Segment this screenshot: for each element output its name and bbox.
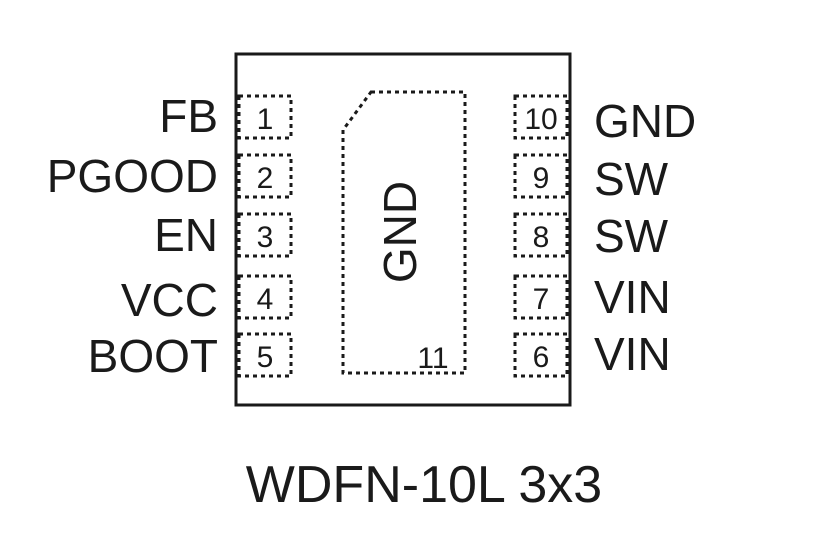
exposed-pad-label: GND [374,181,426,283]
pin-label: BOOT [88,330,218,382]
pin-label: VIN [594,328,671,380]
pin-label: FB [159,90,218,142]
pin-pad [237,212,293,258]
pin-pad [237,153,293,199]
package-name: WDFN-10L 3x3 [246,456,602,514]
right-pin-10: 10 GND [513,94,696,147]
pin-pad [237,332,293,378]
pin-pad [237,94,293,140]
pin-number: 10 [524,103,557,136]
pin-number: 8 [533,221,550,254]
pin-pad [513,332,569,378]
exposed-pad-number: 11 [417,342,448,375]
right-pin-6: 6 VIN [513,328,671,380]
pin-number: 5 [257,341,274,374]
left-pin-4: 4 VCC [121,274,293,326]
pin-number: 4 [257,283,274,316]
pin-number: 7 [533,283,550,316]
pin-pad [237,274,293,320]
pin-label: SW [594,210,669,262]
left-pin-2: 2 PGOOD [47,150,293,202]
pin-label: EN [154,209,218,261]
pin-number: 6 [533,341,550,374]
pin-pad [513,94,569,140]
pin-number: 3 [257,221,274,254]
left-pin-5: 5 BOOT [88,330,293,382]
left-pin-1: 1 FB [159,90,293,142]
left-pin-3: 3 EN [154,209,293,261]
right-pin-9: 9 SW [513,153,669,205]
pin-pad [513,274,569,320]
pin-number: 1 [257,103,274,136]
pin-label: GND [594,95,696,147]
package-body-outline [234,52,572,407]
pin-number: 2 [257,162,274,195]
pin-number: 9 [533,162,550,195]
right-pin-7: 7 VIN [513,271,671,323]
pin-label: VIN [594,271,671,323]
pin-label: PGOOD [47,150,218,202]
pin-label: SW [594,153,669,205]
pin-pad [513,212,569,258]
right-pin-8: 8 SW [513,210,669,262]
pin-pad [513,153,569,199]
exposed-pad-outline [341,90,467,375]
pin-label: VCC [121,274,218,326]
